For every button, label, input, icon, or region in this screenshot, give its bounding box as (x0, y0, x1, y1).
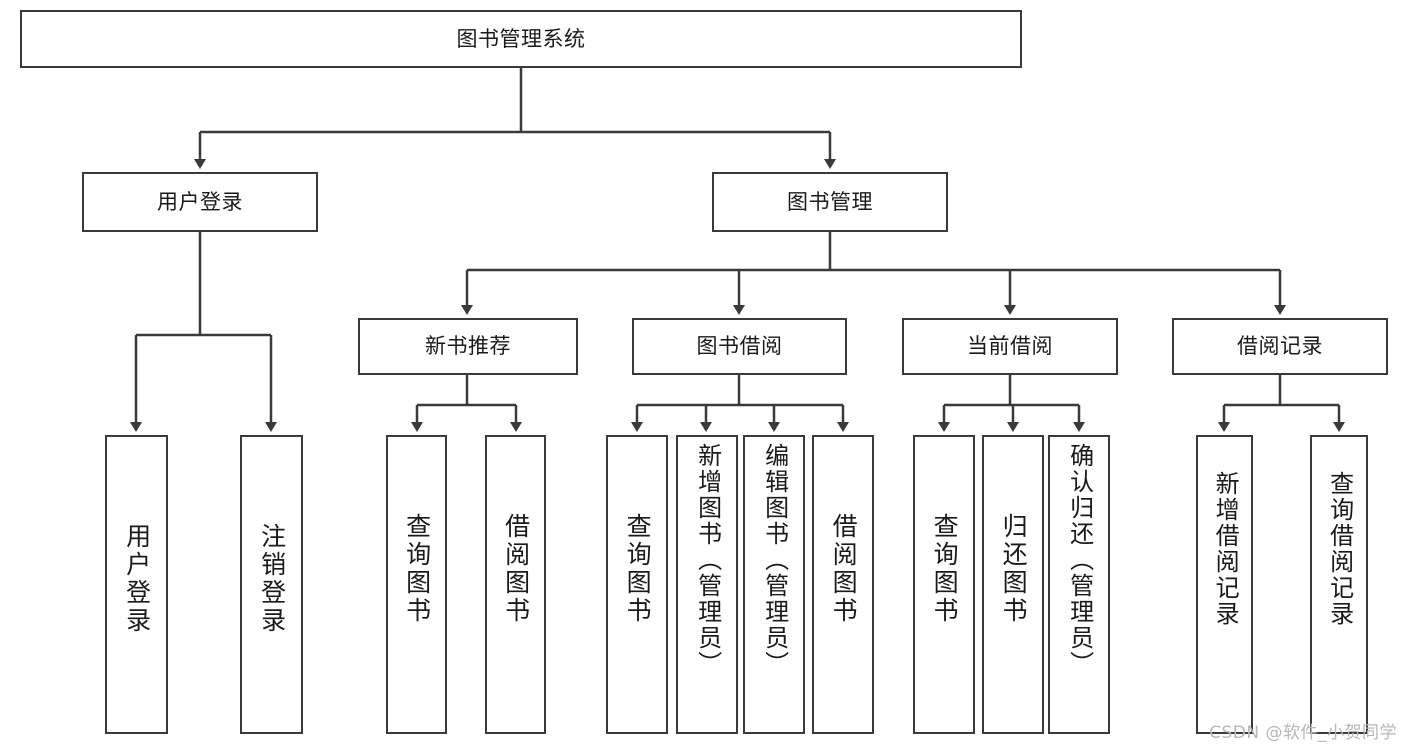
leaf-user-login-logout[interactable]: 注销登录 (240, 435, 303, 734)
csdn-watermark: CSDN @软件_小贺同学 (1209, 723, 1397, 743)
leaf-book-borrow-query[interactable]: 查询图书 (606, 435, 668, 734)
node-user-login-label: 用户登录 (157, 189, 243, 214)
node-current-borrow[interactable]: 当前借阅 (902, 318, 1118, 375)
node-new-book-recommend-label: 新书推荐 (425, 334, 511, 359)
leaf-new-book-borrow-label: 借阅图书 (501, 513, 531, 625)
leaf-borrow-record-query-label: 查询借阅记录 (1325, 471, 1354, 627)
leaf-current-borrow-confirm[interactable]: 确认归还（管理员） (1048, 435, 1110, 734)
leaf-book-borrow-add-label: 新增图书（管理员） (693, 443, 722, 677)
leaf-book-borrow-query-label: 查询图书 (623, 513, 653, 625)
node-book-management-label: 图书管理 (787, 189, 873, 214)
leaf-user-login-logout-label: 注销登录 (257, 523, 287, 635)
leaf-current-borrow-query[interactable]: 查询图书 (913, 435, 975, 734)
node-book-management[interactable]: 图书管理 (712, 172, 948, 232)
node-root-label: 图书管理系统 (456, 26, 586, 51)
leaf-book-borrow-add[interactable]: 新增图书（管理员） (676, 435, 738, 734)
leaf-book-borrow-borrow-label: 借阅图书 (829, 513, 859, 625)
leaf-book-borrow-edit[interactable]: 编辑图书（管理员） (743, 435, 805, 734)
leaf-book-borrow-borrow[interactable]: 借阅图书 (812, 435, 874, 734)
node-borrow-record[interactable]: 借阅记录 (1172, 318, 1388, 375)
leaf-new-book-query-label: 查询图书 (402, 513, 432, 625)
leaf-current-borrow-query-label: 查询图书 (930, 513, 960, 625)
leaf-borrow-record-query[interactable]: 查询借阅记录 (1310, 435, 1368, 734)
leaf-current-borrow-return[interactable]: 归还图书 (982, 435, 1044, 734)
leaf-user-login-login-label: 用户登录 (122, 523, 152, 635)
node-current-borrow-label: 当前借阅 (967, 334, 1053, 359)
node-book-borrow-label: 图书借阅 (696, 334, 783, 359)
leaf-book-borrow-edit-label: 编辑图书（管理员） (760, 443, 789, 677)
leaf-new-book-borrow[interactable]: 借阅图书 (485, 435, 546, 734)
leaf-current-borrow-return-label: 归还图书 (999, 513, 1029, 625)
leaf-current-borrow-confirm-label: 确认归还（管理员） (1065, 443, 1094, 677)
node-root[interactable]: 图书管理系统 (20, 10, 1022, 68)
leaf-borrow-record-add[interactable]: 新增借阅记录 (1196, 435, 1253, 734)
node-user-login[interactable]: 用户登录 (82, 172, 318, 232)
leaf-borrow-record-add-label: 新增借阅记录 (1211, 471, 1240, 627)
node-new-book-recommend[interactable]: 新书推荐 (358, 318, 578, 375)
leaf-user-login-login[interactable]: 用户登录 (105, 435, 168, 734)
leaf-new-book-query[interactable]: 查询图书 (386, 435, 447, 734)
node-borrow-record-label: 借阅记录 (1237, 334, 1323, 359)
node-book-borrow[interactable]: 图书借阅 (632, 318, 847, 375)
